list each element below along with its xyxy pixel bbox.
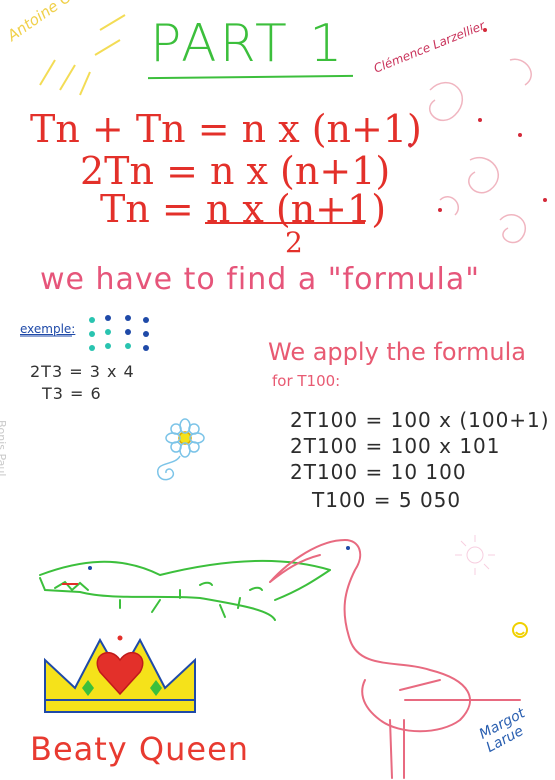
example-label: exemple: (20, 322, 76, 336)
example-dots-grid (89, 315, 149, 351)
swirls-decoration (429, 58, 532, 244)
calc-step-2: 2T100 = 100 x 101 (290, 434, 501, 458)
crown-drawing (44, 635, 196, 713)
calc-step-4: T100 = 5 050 (312, 488, 462, 512)
sun-rays-top-left (39, 14, 126, 96)
equation-denominator: 2 (285, 226, 303, 259)
fraction-bar (205, 222, 365, 224)
page-title: PART 1 (150, 14, 346, 74)
calc-step-3: 2T100 = 10 100 (290, 460, 467, 484)
apply-subheading: for T100: (272, 372, 341, 390)
equation-line-2: 2Tn = n x (n+1) (80, 149, 391, 193)
apply-heading: We apply the formula (268, 338, 526, 366)
crown-caption: Beaty Queen (30, 730, 250, 768)
example-line-1: 2T3 = 3 x 4 (30, 362, 135, 381)
faint-sun (455, 535, 495, 575)
equation-line-3: Tn = n x (n+1) (100, 187, 387, 231)
flower-drawing (157, 418, 205, 481)
flamingo-drawing (269, 538, 521, 779)
calc-step-1: 2T100 = 100 x (100+1) (290, 408, 550, 432)
example-line-2: T3 = 6 (42, 384, 102, 403)
smiley-icon (512, 622, 528, 638)
find-formula-text: we have to find a "formula" (40, 262, 481, 297)
red-dots (408, 28, 547, 212)
crocodile-drawing (39, 559, 331, 621)
equation-line-1: Tn + Tn = n x (n+1) (30, 107, 422, 151)
